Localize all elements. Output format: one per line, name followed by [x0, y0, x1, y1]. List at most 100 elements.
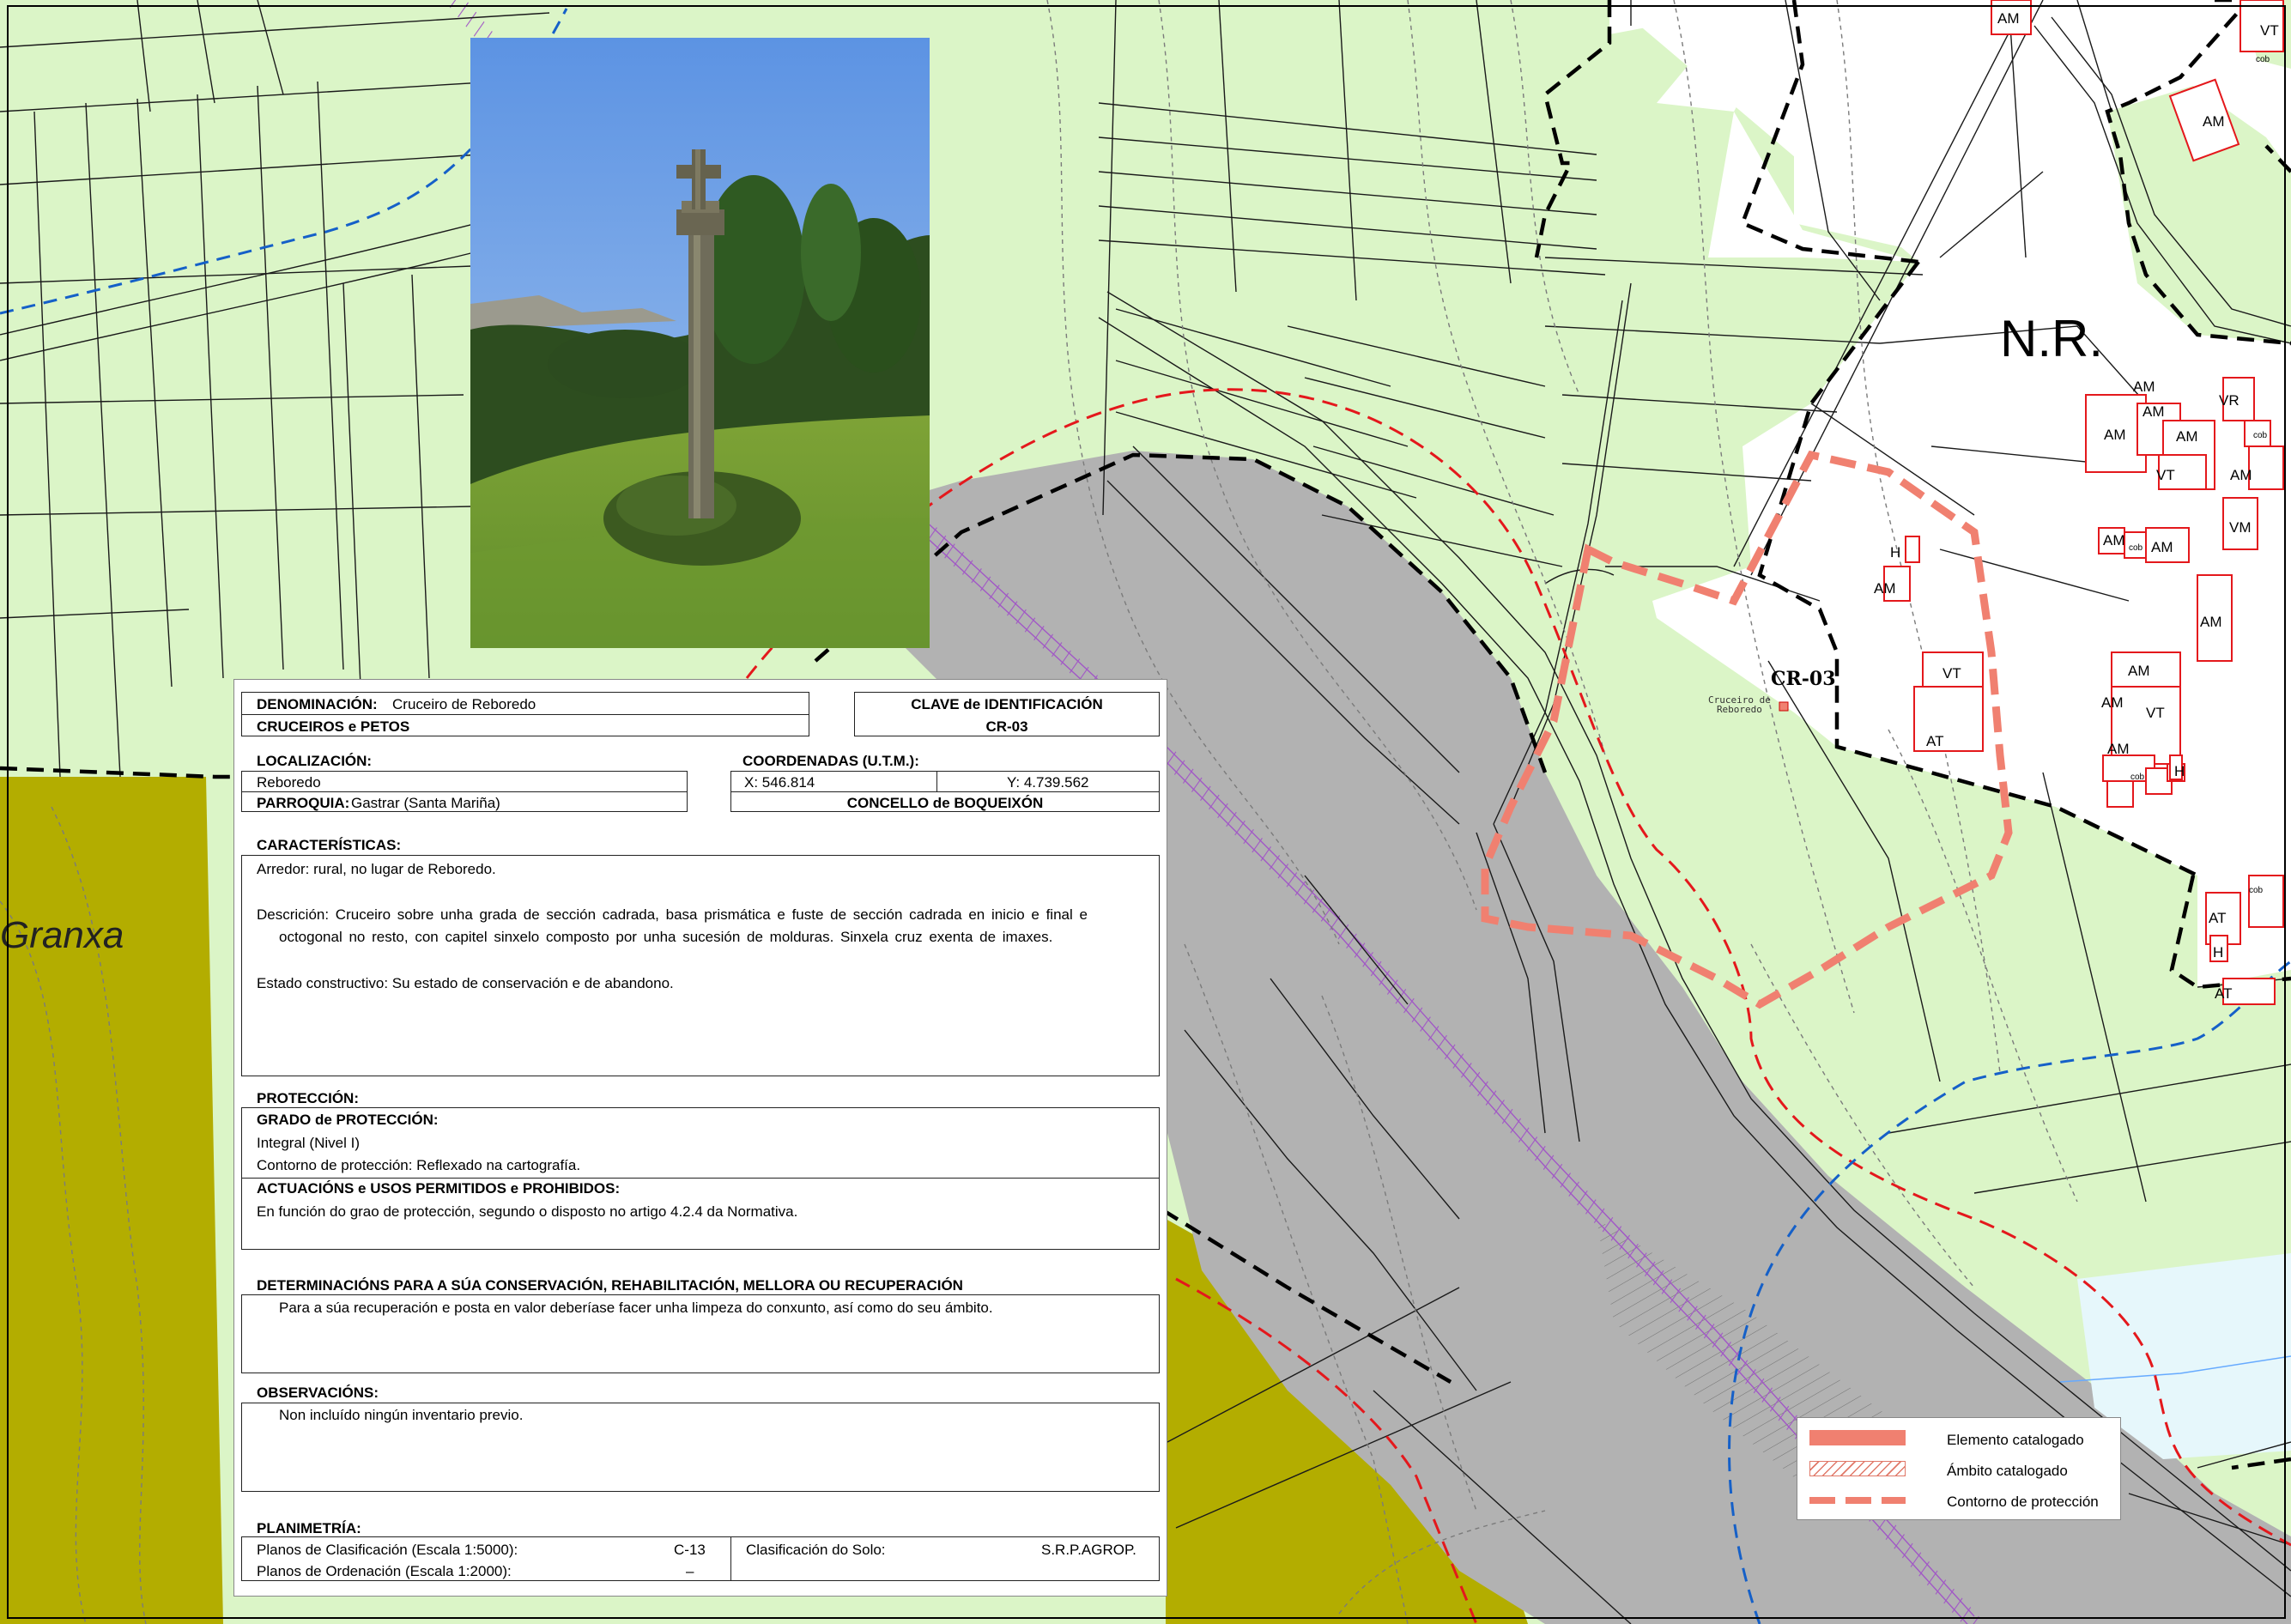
legend-swatch-dashed: [1809, 1497, 1906, 1504]
planos-clas-value: C-13: [674, 1542, 706, 1558]
catalog-card: DENOMINACIÓN: Cruceiro de Reboredo CRUCE…: [233, 679, 1167, 1597]
contorno-text: Contorno de protección: Reflexado na car…: [257, 1157, 581, 1173]
estado-text: Estado constructivo: Su estado de conser…: [257, 975, 674, 991]
coord-y-value: Y: 4.739.562: [1007, 774, 1089, 791]
planos-ord-value: –: [686, 1563, 694, 1579]
building-label: AT: [2209, 910, 2227, 926]
legend-label: Ámbito catalogado: [1947, 1463, 2068, 1479]
building-label: cob: [2253, 431, 2268, 440]
clasificacion-label: Clasificación do Solo:: [746, 1542, 886, 1558]
building-label: H: [2174, 763, 2185, 779]
building-label: VT: [1943, 665, 1961, 682]
building-label: AM: [2133, 379, 2155, 395]
contour-lines: [0, 0, 2078, 1624]
building-label: AM: [2103, 532, 2125, 548]
coord-x-value: X: 546.814: [744, 774, 815, 791]
observacions-label: OBSERVACIÓNS:: [257, 1385, 379, 1401]
planimetria-box: [241, 1536, 1160, 1581]
red-dashed-boundary: [745, 388, 2291, 1624]
legend-item: Elemento catalogado: [1809, 1428, 2110, 1451]
building-label: AM: [2230, 467, 2252, 483]
localizacion-value: Reboredo: [257, 774, 321, 791]
catalogued-element-marker: [1779, 701, 1789, 712]
divider: [241, 714, 809, 715]
olive-agro-zone: [0, 777, 223, 1624]
building-label: AM: [2151, 539, 2173, 555]
building-label: AM: [2200, 614, 2222, 630]
clave-value: CR-03: [985, 718, 1028, 735]
place-label-granxa: Granxa: [0, 914, 124, 956]
determinacions-box: [241, 1294, 1160, 1373]
actuacions-value: En función do grao de protección, segund…: [257, 1203, 798, 1220]
localizacion-label: LOCALIZACIÓN:: [257, 753, 373, 769]
denominacion-value: Cruceiro de Reboredo: [392, 696, 536, 712]
concello-value: CONCELLO de BOQUEIXÓN: [846, 795, 1044, 811]
proteccion-box: [241, 1107, 1160, 1250]
zone-label-nr: N.R.: [2000, 310, 2103, 367]
protection-contour: [1481, 450, 2013, 1009]
building-label: AM: [1997, 10, 2020, 27]
planos-clas-label: Planos de Clasificación (Escala 1:5000):: [257, 1542, 518, 1558]
building-label: AM: [2176, 428, 2198, 445]
building-label: H: [1890, 544, 1901, 561]
legend-label: Contorno de protección: [1947, 1494, 2099, 1510]
parroquia-label: PARROQUIA:: [257, 795, 350, 811]
divider: [241, 791, 688, 792]
caracteristicas-box: [241, 855, 1160, 1076]
element-name-label: Cruceiro de Reboredo: [1708, 695, 1771, 714]
building-label: VT: [2156, 467, 2175, 483]
road-corridor: [815, 451, 2291, 1624]
water-body: [2077, 1253, 2291, 1459]
legend-label: Elemento catalogado: [1947, 1432, 2084, 1448]
building-label: AM: [2107, 741, 2130, 757]
descricion-line1: Descrición: Cruceiro sobre unha grada de…: [257, 906, 1088, 923]
building-label: cob: [2130, 773, 2145, 782]
descricion-line2: octogonal no resto, con capitel sinxelo …: [279, 929, 1053, 945]
building-label: AM: [2101, 694, 2124, 711]
stream-lines: [0, 8, 2291, 1624]
element-name-line1: Cruceiro de: [1708, 694, 1771, 706]
planimetria-label: PLANIMETRÍA:: [257, 1520, 361, 1536]
map-legend: Elemento catalogado Ámbito catalogado Co…: [1797, 1417, 2121, 1520]
divider: [241, 1178, 1160, 1179]
divider: [936, 771, 937, 791]
planos-ord-label: Planos de Ordenación (Escala 1:2000):: [257, 1563, 512, 1579]
observacions-box: [241, 1403, 1160, 1492]
legend-item: Ámbito catalogado: [1809, 1459, 2110, 1482]
building-label: cob: [2249, 886, 2264, 895]
cruceiro-photo: [470, 38, 930, 648]
clave-label: CLAVE de IDENTIFICACIÓN: [911, 696, 1103, 712]
determinacions-label: DETERMINACIÓNS PARA A SÚA CONSERVACIÓN, …: [257, 1277, 963, 1294]
coordenadas-label: COORDENADAS (U.T.M.):: [742, 753, 919, 769]
legend-swatch-solid: [1809, 1430, 1906, 1445]
category-value: CRUCEIROS e PETOS: [257, 718, 410, 735]
grado-label: GRADO de PROTECCIÓN:: [257, 1112, 439, 1128]
building-label: cob: [2129, 543, 2143, 553]
building-label: VM: [2229, 519, 2252, 536]
arredor-text: Arredor: rural, no lugar de Reboredo.: [257, 861, 496, 877]
building-label: AM: [1874, 580, 1896, 597]
divider: [730, 791, 1160, 792]
building-label: AT: [1926, 733, 1944, 749]
determinacions-value: Para a súa recuperación e posta en valor…: [279, 1300, 993, 1316]
building-label: AM: [2128, 663, 2150, 679]
building-label: AT: [2215, 985, 2233, 1002]
building-label: VR: [2219, 392, 2239, 409]
divider: [730, 1536, 731, 1581]
denominacion-label: DENOMINACIÓN:: [257, 696, 378, 712]
legend-swatch-hatch: [1809, 1461, 1906, 1476]
parroquia-value: Gastrar (Santa Mariña): [351, 795, 500, 811]
observacions-value: Non incluído ningún inventario previo.: [279, 1407, 524, 1423]
clave-box: [854, 692, 1160, 736]
building-label: VT: [2146, 705, 2165, 721]
grado-value: Integral (Nivel I): [257, 1135, 360, 1151]
clasificacion-value: S.R.P.AGROP.: [1041, 1542, 1136, 1558]
legend-item: Contorno de protección: [1809, 1490, 2110, 1512]
building-label: AM: [2143, 403, 2165, 420]
building-label: cob: [2256, 55, 2270, 64]
actuacions-label: ACTUACIÓNS e USOS PERMITIDOS e PROHIBIDO…: [257, 1180, 621, 1197]
zone-boundaries: [0, 0, 2291, 1470]
building-label: H: [2213, 944, 2224, 960]
